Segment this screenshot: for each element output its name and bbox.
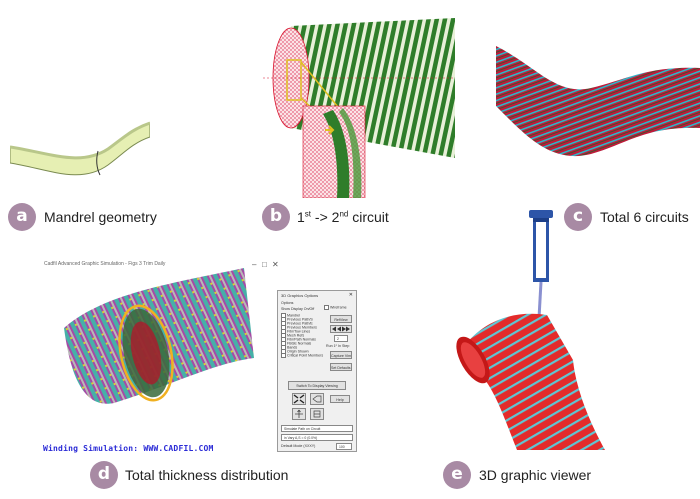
minimize-button[interactable]: – bbox=[252, 260, 257, 269]
panel-d-image bbox=[44, 268, 276, 433]
step-input[interactable]: 2 bbox=[334, 335, 348, 342]
badge-a: a bbox=[8, 203, 36, 231]
checkbox-wireframe[interactable]: Wireframe bbox=[324, 305, 347, 310]
checkbox-critical-point-members[interactable]: Critical Point Members bbox=[281, 353, 323, 358]
panel-e-image bbox=[455, 210, 605, 450]
thickness-distribution-graphic bbox=[64, 268, 254, 404]
view-front-icon bbox=[313, 410, 321, 418]
caption-b: 1st -> 2nd circuit bbox=[297, 209, 389, 225]
rotate-button[interactable] bbox=[292, 408, 306, 420]
caption-c: Total 6 circuits bbox=[600, 209, 689, 225]
step-label: Run 1⁰ In Step bbox=[326, 344, 350, 348]
graphic-viewer-graphic bbox=[456, 210, 605, 450]
simulate-path-select[interactable]: Simulate Path on Circuit bbox=[281, 425, 353, 432]
options-close-icon[interactable]: ✕ bbox=[348, 292, 353, 298]
badge-b: b bbox=[262, 203, 290, 231]
badge-d: d bbox=[90, 461, 118, 489]
refview-button[interactable]: RefView bbox=[330, 315, 352, 323]
caption-d: Total thickness distribution bbox=[125, 467, 289, 483]
panel-c-image bbox=[496, 36, 700, 164]
playback-controls[interactable] bbox=[330, 325, 352, 333]
mandrel-geometry-graphic bbox=[10, 121, 150, 176]
six-circuits-graphic bbox=[496, 46, 700, 157]
circuit-transition-graphic bbox=[263, 18, 455, 198]
panel-b-image bbox=[263, 18, 455, 198]
capture-button[interactable]: Capture Vim bbox=[330, 351, 352, 359]
show-display-label: Show Display On/Off bbox=[281, 307, 315, 311]
badge-c: c bbox=[564, 203, 592, 231]
switch-display-button[interactable]: Switch To Display Viewing bbox=[288, 381, 346, 390]
options-group-label: Options bbox=[281, 301, 294, 305]
panel-a-image bbox=[10, 105, 150, 190]
set-defaults-button[interactable]: Set Defaults Info bbox=[330, 363, 352, 371]
view-side-button[interactable] bbox=[310, 393, 324, 405]
caption-a: Mandrel geometry bbox=[44, 209, 157, 225]
winding-simulation-watermark: Winding Simulation: WWW.CADFIL.COM bbox=[43, 444, 214, 453]
zoom-fit-button[interactable] bbox=[292, 393, 306, 405]
vary-select[interactable]: in Vary A,S = 0 (0.0%) bbox=[281, 434, 353, 441]
rotate-icon bbox=[295, 409, 303, 418]
close-button[interactable]: ✕ bbox=[272, 260, 279, 269]
maximize-button[interactable]: □ bbox=[262, 260, 267, 269]
view-side-icon bbox=[312, 395, 322, 403]
view-front-button[interactable] bbox=[310, 408, 324, 420]
playback-icons bbox=[332, 326, 350, 332]
badge-e: e bbox=[443, 461, 471, 489]
default-mode-input[interactable]: 100 bbox=[336, 443, 352, 450]
caption-e: 3D graphic viewer bbox=[479, 467, 592, 483]
simulation-window-title: Cadfil Advanced Graphic Simulation - Fig… bbox=[44, 261, 166, 267]
options-dialog-title: 3D Graphics Options bbox=[281, 293, 319, 298]
zoom-fit-icon bbox=[293, 394, 305, 404]
graphics-options-dialog: 3D Graphics Options ✕ Options Show Displ… bbox=[277, 290, 357, 452]
default-mode-label: Default Mode (XXXY) bbox=[281, 444, 316, 448]
help-button[interactable]: Help bbox=[330, 395, 350, 403]
